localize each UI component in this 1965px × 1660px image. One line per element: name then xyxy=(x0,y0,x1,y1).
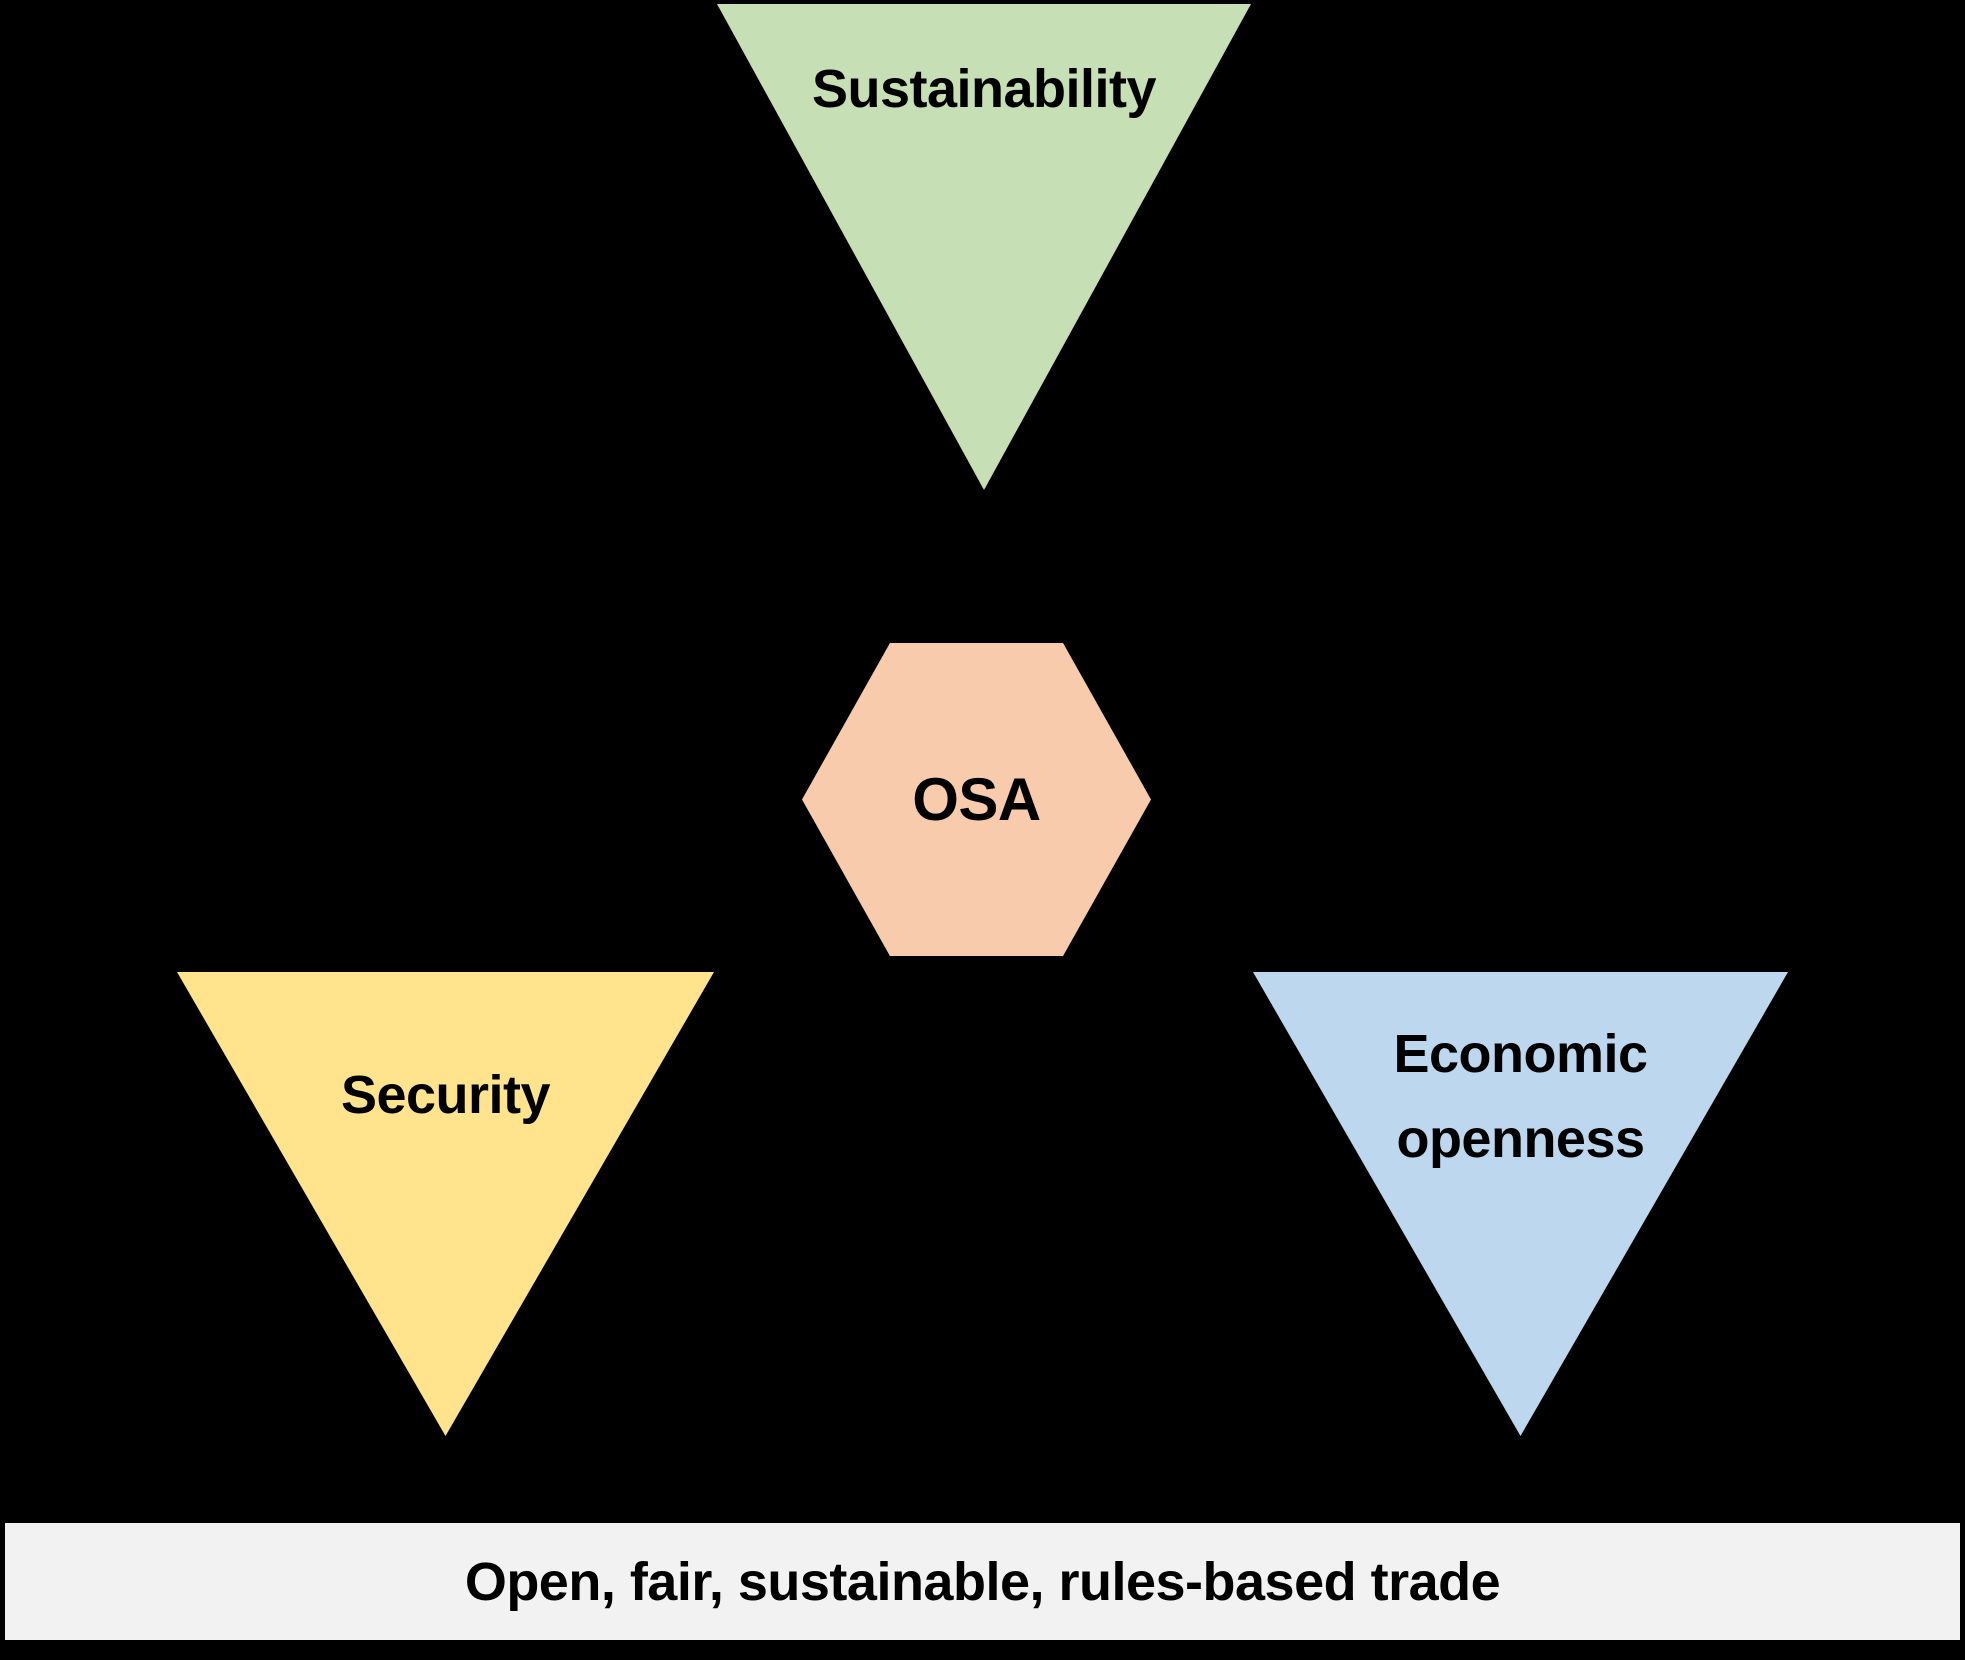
sustainability-triangle: Sustainability xyxy=(717,4,1251,490)
sustainability-label: Sustainability xyxy=(811,59,1157,119)
trade-banner-label: Open, fair, sustainable, rules-based tra… xyxy=(464,1551,1501,1612)
trade-banner: Open, fair, sustainable, rules-based tra… xyxy=(5,1523,1960,1640)
security-label: Security xyxy=(340,1065,551,1125)
osa-hexagon: OSA xyxy=(802,643,1151,956)
economic-openness-label: Economic openness xyxy=(1393,1024,1648,1169)
osa-label: OSA xyxy=(912,766,1041,833)
economic-openness-triangle: Economic openness xyxy=(1253,972,1788,1436)
security-triangle: Security xyxy=(177,972,714,1436)
